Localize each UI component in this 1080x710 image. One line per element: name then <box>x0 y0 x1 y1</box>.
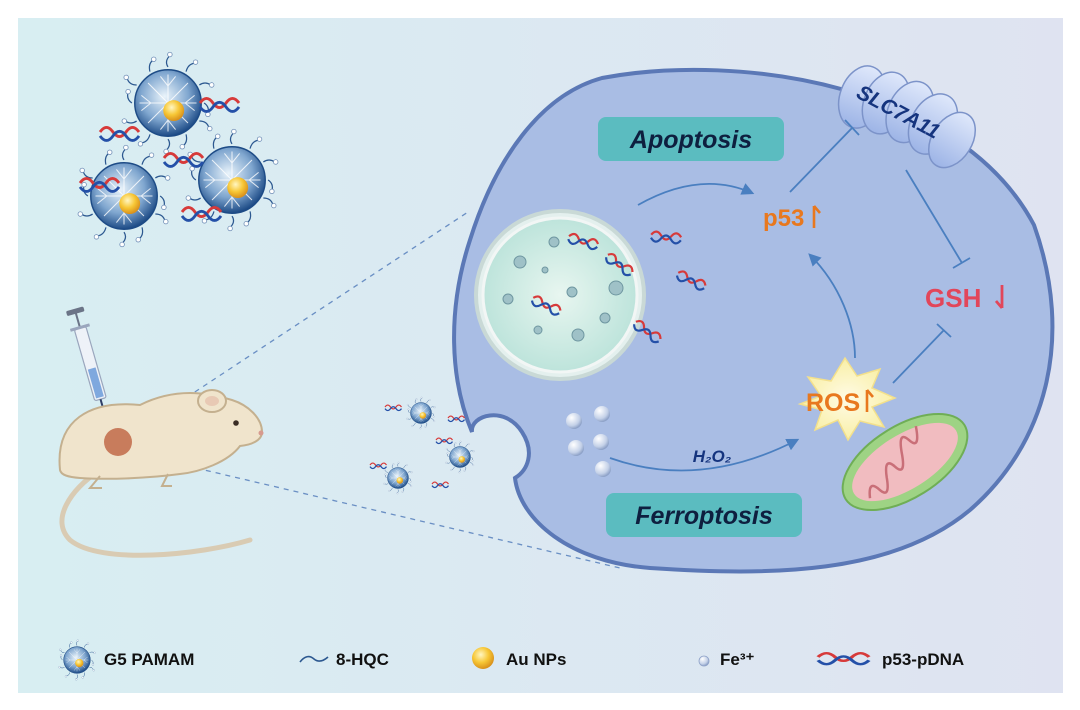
mouse-illustration <box>58 389 264 558</box>
iron-ion-icon <box>698 655 710 667</box>
legend-label-8hqc: 8-HQC <box>336 650 389 669</box>
ligand-icon <box>299 655 329 663</box>
gold-nanoparticle-icon <box>472 647 494 669</box>
mitochondrion <box>841 412 969 512</box>
gsh-label: GSH <box>925 283 981 313</box>
apoptosis-label: Apoptosis <box>629 126 752 154</box>
tumor-marker <box>104 428 132 456</box>
up-arrow-icon <box>812 205 821 228</box>
ferroptosis-banner <box>606 493 802 537</box>
inhibit-slc7a11-gsh <box>905 169 963 264</box>
p53-label: p53 <box>763 205 804 232</box>
ros-burst <box>797 356 897 442</box>
ferroptosis-label: Ferroptosis <box>635 502 773 530</box>
h2o2-label: H₂O₂ <box>693 447 732 466</box>
legend: G5 PAMAM 8-HQC Au NPs Fe³⁺ p53-pDNA <box>58 639 964 681</box>
zoom-line-bottom <box>127 451 621 569</box>
down-arrow-icon <box>994 285 1004 309</box>
legend-label-aunps: Au NPs <box>506 650 566 669</box>
apoptosis-banner <box>598 117 784 161</box>
ros-label: ROS <box>806 389 860 417</box>
nucleus <box>474 209 646 381</box>
inhibit-bar-1 <box>844 119 860 136</box>
inhibit-bar-2 <box>952 257 971 269</box>
legend-label-pamam: G5 PAMAM <box>104 650 194 669</box>
slc7a11-transporter <box>837 65 976 169</box>
up-arrow-icon <box>865 389 874 412</box>
zoom-line-top <box>127 211 469 437</box>
arrow-nucleus-to-p53 <box>637 183 755 206</box>
legend-label-fe: Fe³⁺ <box>720 650 755 669</box>
inhibit-ros-gsh <box>892 329 945 384</box>
arrow-h2o2-to-ros <box>609 438 800 472</box>
iron-ion-cluster <box>566 406 611 477</box>
legend-label-p53pdna: p53-pDNA <box>882 650 964 669</box>
arrow-ros-to-p53 <box>808 253 856 359</box>
inhibit-p53-slc7a11 <box>789 127 853 193</box>
inhibit-bar-3 <box>936 323 952 338</box>
